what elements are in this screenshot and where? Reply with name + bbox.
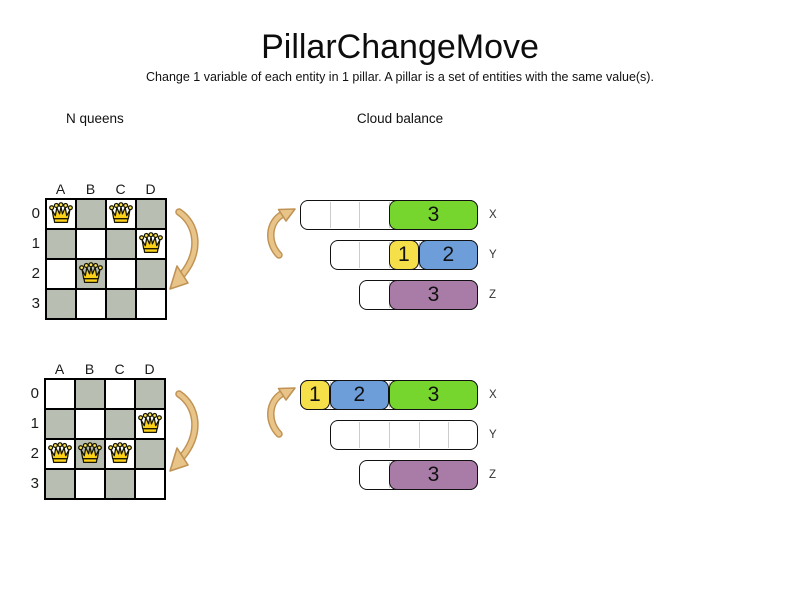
board-cell-C1-after [105,409,135,439]
arrow-curve [176,209,198,278]
column-label-C-after: C [114,361,126,377]
board-cell-B1-after [75,409,105,439]
process-block-X-2-after: 2 [329,380,389,410]
computer-bar-Y-after [329,420,478,450]
board-cell-B3-before [76,289,106,319]
board-cell-B0-before [76,199,106,229]
move-arrow-down-icon [169,208,199,290]
row-label-2-before: 2 [31,265,40,282]
page-title: PillarChangeMove [261,28,539,66]
board-cell-C3-after [105,469,135,499]
board-cell-D0-before [136,199,166,229]
board-cell-D3-before [136,289,166,319]
slot-divider [448,422,450,448]
queen-D1-after [137,411,163,435]
process-block-X-3-before: 3 [388,200,478,230]
column-label-D-before: D [145,181,157,197]
row-label-3-before: 3 [31,295,40,312]
computer-label-Y-after: Y [489,429,497,441]
computer-label-X-before: X [489,209,497,221]
slot-divider [359,422,361,448]
board-cell-C3-before [106,289,136,319]
queen-icon [108,442,132,463]
queen-B2-after [77,441,103,465]
page-subtitle: Change 1 variable of each entity in 1 pi… [146,70,654,84]
move-arrow-down-icon [169,390,199,472]
arrow-head [169,265,189,290]
process-block-Z-3-after: 3 [388,460,478,490]
column-label-C-before: C [115,181,127,197]
board-cell-A3-before [46,289,76,319]
queen-A2-after [47,441,73,465]
arrow-curve [176,391,198,460]
board-cell-B3-after [75,469,105,499]
board-cell-D2-after [135,439,165,469]
board-cell-D3-after [135,469,165,499]
board-cell-A1-after [45,409,75,439]
queen-B2-before [78,261,104,285]
board-cell-C0-after [105,379,135,409]
computer-label-Z-before: Z [489,289,497,301]
process-block-Y-1-before: 1 [388,240,419,270]
queen-icon [48,442,72,463]
board-cell-B1-before [76,229,106,259]
queen-icon [138,412,162,433]
computer-label-Y-before: Y [489,249,497,261]
column-label-D-after: D [144,361,156,377]
queen-icon [49,202,73,223]
board-cell-A0-after [45,379,75,409]
process-block-X-3-after: 3 [388,380,478,410]
queen-icon [109,202,133,223]
arrow-curve [268,211,286,258]
computer-label-Z-after: Z [489,469,497,481]
queen-icon [78,442,102,463]
slot-divider [329,202,331,228]
arrow-head [277,208,296,222]
row-label-1-before: 1 [31,235,40,252]
row-label-0-after: 0 [30,385,39,402]
process-block-Y-2-before: 2 [418,240,478,270]
row-label-1-after: 1 [30,415,39,432]
process-block-X-1-after: 1 [299,380,330,410]
slot-divider [388,422,390,448]
board-cell-C2-before [106,259,136,289]
queen-C0-before [108,201,134,225]
computer-label-X-after: X [489,389,497,401]
row-label-0-before: 0 [31,205,40,222]
queen-A0-before [48,201,74,225]
board-cell-B0-after [75,379,105,409]
row-label-3-after: 3 [30,475,39,492]
slot-divider [359,242,361,268]
board-cell-A2-before [46,259,76,289]
queen-D1-before [138,231,164,255]
queen-C2-after [107,441,133,465]
column-label-B-before: B [85,181,97,197]
arrow-head [277,387,296,401]
arrow-curve [268,390,286,437]
slot-divider [418,422,420,448]
column-label-A-after: A [54,361,66,377]
board-cell-C1-before [106,229,136,259]
process-block-Z-3-before: 3 [388,280,478,310]
move-arrow-up-icon [267,208,296,259]
slot-divider [359,202,361,228]
nqueens-section-label: N queens [66,111,124,126]
column-label-B-after: B [84,361,96,377]
queen-icon [139,232,163,253]
board-cell-D0-after [135,379,165,409]
board-cell-A1-before [46,229,76,259]
column-label-A-before: A [55,181,67,197]
row-label-2-after: 2 [30,445,39,462]
queen-icon [79,262,103,283]
move-arrow-up-icon [267,387,296,438]
board-cell-A3-after [45,469,75,499]
cloud-section-label: Cloud balance [356,111,444,126]
arrow-head [169,447,189,472]
board-cell-D2-before [136,259,166,289]
